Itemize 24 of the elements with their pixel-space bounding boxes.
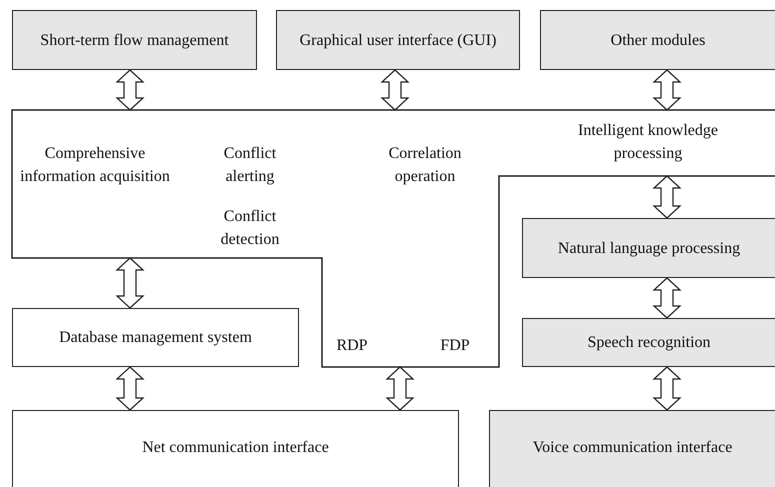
module-box: Database management system — [12, 308, 299, 367]
module-box: Other modules — [540, 10, 775, 70]
module-box: Graphical user interface (GUI) — [276, 10, 520, 70]
module-box: Speech recognition — [522, 318, 775, 367]
function-label: Conflict alerting — [222, 144, 278, 187]
double-arrow — [652, 277, 682, 319]
module-box: Short-term flow management — [12, 10, 257, 70]
function-label: Comprehensive information acquisition — [20, 144, 170, 187]
double-arrow — [652, 69, 682, 111]
double-arrow — [115, 366, 145, 411]
double-arrow — [652, 366, 682, 411]
double-arrow — [385, 366, 415, 411]
double-arrow — [115, 69, 145, 111]
interface-box: Voice communication interface — [489, 410, 775, 487]
function-label: FDP — [439, 336, 471, 356]
function-label: Intelligent knowledge processing — [577, 121, 719, 164]
interface-box: Net communication interface — [12, 410, 459, 487]
double-arrow — [652, 175, 682, 219]
module-box: Natural language processing — [522, 218, 775, 278]
function-label: Correlation operation — [388, 144, 462, 187]
function-label: RDP — [335, 336, 369, 356]
double-arrow — [115, 257, 145, 309]
function-label: Conflict detection — [220, 207, 280, 250]
double-arrow — [380, 69, 410, 111]
